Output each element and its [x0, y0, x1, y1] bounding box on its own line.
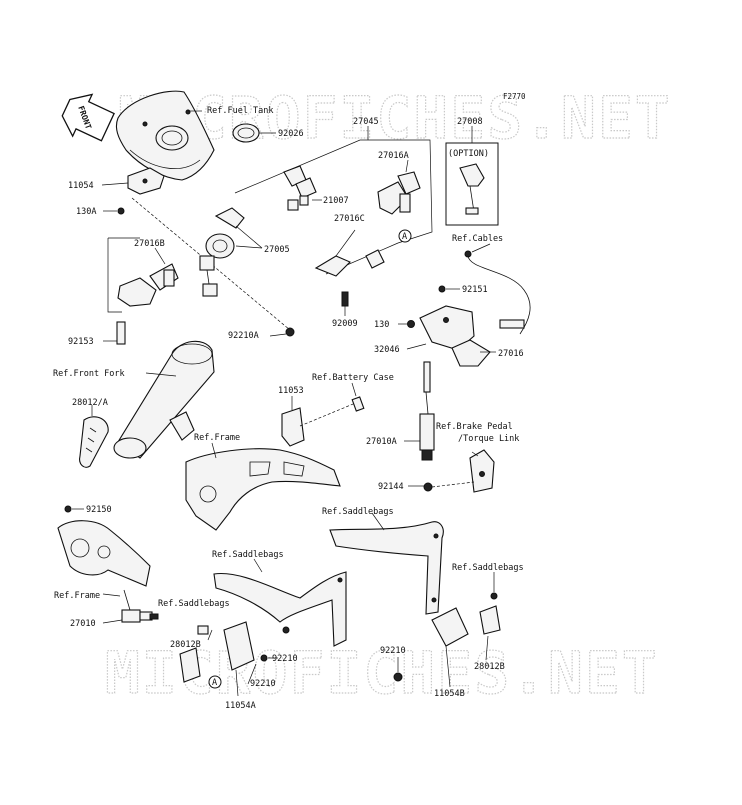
label-ref-saddlebags-2: Ref.Saddlebags	[212, 550, 284, 560]
part-front-fork	[113, 340, 215, 459]
part-11054	[127, 167, 165, 195]
part-saddlebag-stay-right	[329, 521, 444, 615]
front-arrow-icon: FRONT	[61, 93, 115, 142]
part-92144	[423, 482, 433, 492]
bolt-92153	[116, 321, 126, 345]
label-ref-saddlebags-1: Ref.Saddlebags	[322, 507, 394, 517]
part-92026	[232, 123, 260, 143]
label-ref-saddlebags-3: Ref.Saddlebags	[158, 599, 230, 609]
svg-text:A: A	[402, 232, 407, 242]
label-92210-a: 92210	[272, 654, 298, 664]
label-92210-b: 92210	[250, 679, 276, 689]
part-27005	[199, 207, 245, 297]
label-11054A: 11054A	[225, 701, 256, 711]
label-92144: 92144	[378, 482, 404, 492]
label-ref-cables: Ref.Cables	[452, 234, 503, 244]
label-27016C: 27016C	[334, 214, 365, 224]
figure-code: F2770	[503, 92, 526, 101]
part-28012B-left	[179, 647, 201, 683]
part-92210-b	[282, 626, 290, 634]
label-28012A: 28012/A	[72, 398, 108, 408]
label-11054: 11054	[68, 181, 94, 191]
label-ref-fuel-tank: Ref.Fuel Tank	[207, 106, 274, 116]
label-92210A: 92210A	[228, 331, 259, 341]
part-11054B	[431, 607, 469, 647]
label-ref-brake-pedal: Ref.Brake Pedal	[436, 422, 513, 432]
label-27005: 27005	[264, 245, 290, 255]
part-92009	[341, 291, 349, 307]
label-28012B-right: 28012B	[474, 662, 505, 672]
bolt-saddlebag-right	[490, 592, 498, 600]
label-130: 130	[374, 320, 389, 330]
fuel-tank-cover	[115, 90, 215, 181]
svg-text:A: A	[212, 678, 217, 688]
part-28012B-right	[479, 605, 501, 635]
part-32046	[419, 305, 491, 367]
label-ref-battery-case: Ref.Battery Case	[312, 373, 394, 383]
part-11053	[281, 407, 305, 447]
bolt-130	[407, 320, 415, 328]
label-21007: 21007	[323, 196, 349, 206]
label-27016B: 27016B	[134, 239, 165, 249]
label-27010: 27010	[70, 619, 96, 629]
label-27010A: 27010A	[366, 437, 397, 447]
label-92210-c: 92210	[380, 646, 406, 656]
label-92153: 92153	[68, 337, 94, 347]
label-92151: 92151	[462, 285, 488, 295]
label-27016: 27016	[498, 349, 524, 359]
bolt-92151	[438, 285, 446, 293]
bolt-28012B	[197, 625, 209, 635]
part-saddlebag-stay-left	[213, 571, 347, 647]
label-92150: 92150	[86, 505, 112, 515]
label-ref-front-fork: Ref.Front Fork	[53, 369, 125, 379]
part-27016A	[377, 171, 421, 215]
part-ref-cables	[464, 250, 531, 335]
part-ref-frame	[185, 448, 341, 531]
part-92210-c	[393, 672, 403, 682]
label-11053: 11053	[278, 386, 304, 396]
label-27045: 27045	[353, 117, 379, 127]
label-torque-link: /Torque Link	[458, 434, 519, 444]
label-11054B: 11054B	[434, 689, 465, 699]
part-27016C	[314, 255, 351, 277]
part-92210-a	[260, 654, 268, 662]
option-label: (OPTION)	[448, 149, 489, 159]
part-27010	[121, 589, 159, 623]
label-92009: 92009	[332, 319, 358, 329]
marker-A-top	[398, 229, 412, 243]
label-27008: 27008	[457, 117, 483, 127]
label-27016A: 27016A	[378, 151, 409, 161]
part-ref-brake-pedal	[469, 449, 495, 493]
part-27016B	[117, 263, 179, 307]
part-27008	[459, 163, 485, 215]
label-ref-frame-2: Ref.Frame	[54, 591, 100, 601]
label-ref-saddlebags-4: Ref.Saddlebags	[452, 563, 524, 573]
part-11054A	[223, 621, 255, 671]
label-ref-frame-1: Ref.Frame	[194, 433, 240, 443]
part-92210A	[285, 327, 295, 337]
marker-A-bottom	[208, 675, 222, 689]
part-28012A	[79, 416, 109, 468]
label-32046: 32046	[374, 345, 400, 355]
part-ref-frame-rear	[57, 520, 151, 587]
bolt-130A	[117, 207, 125, 215]
label-92026: 92026	[278, 129, 304, 139]
label-28012B-left: 28012B	[170, 640, 201, 650]
part-21007	[283, 165, 317, 211]
bolt-92150	[64, 505, 72, 513]
part-27010A	[419, 361, 435, 461]
label-130A: 130A	[76, 207, 96, 217]
